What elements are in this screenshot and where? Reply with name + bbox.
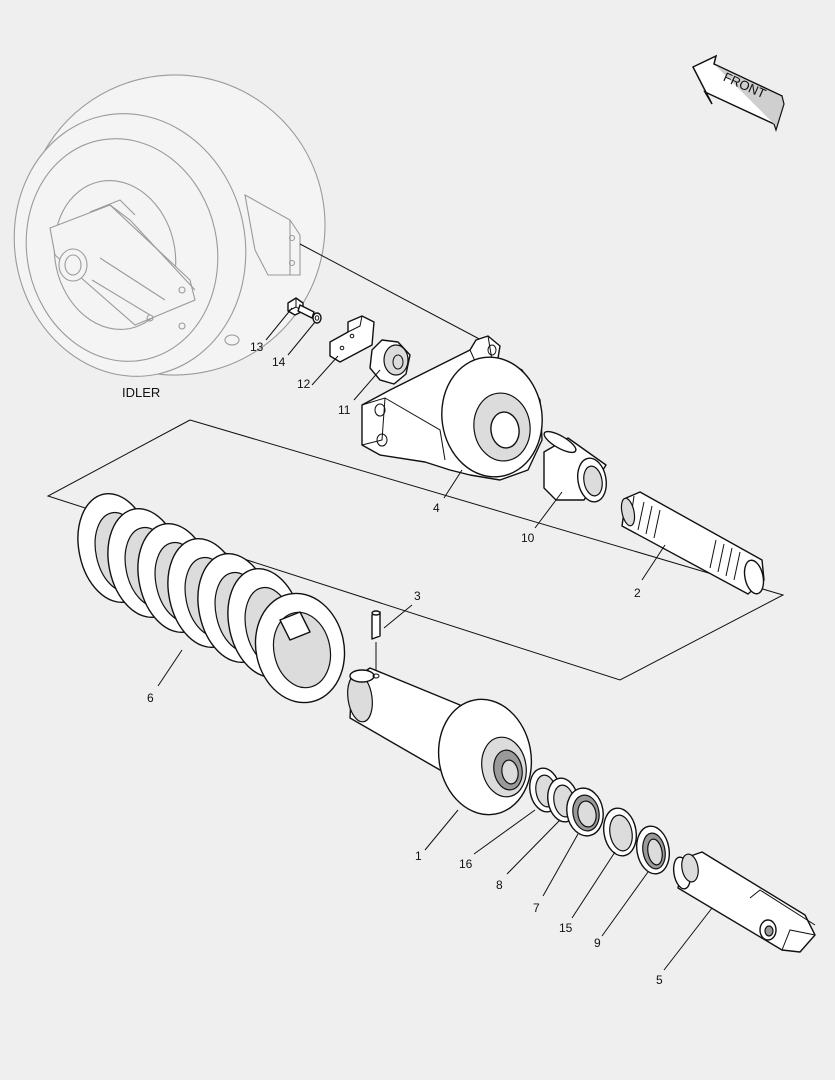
- callout-12: 12: [297, 377, 311, 391]
- callout-15: 15: [559, 921, 573, 935]
- callout-5: 5: [656, 973, 663, 987]
- callout-11: 11: [338, 403, 351, 417]
- part-6-spring: [77, 492, 346, 704]
- part-15-ring: [603, 807, 637, 857]
- part-2-shaft: [620, 491, 765, 595]
- part-12-bracket: [329, 315, 375, 363]
- front-arrow: FRONT: [691, 54, 785, 132]
- part-1-cylinder: [347, 667, 533, 816]
- alignment-lines: [46, 243, 785, 681]
- part-10-bushing: [543, 430, 608, 503]
- idler-label: IDLER: [122, 385, 160, 400]
- callout-1: 1: [415, 849, 422, 863]
- part-13-bolt: [287, 297, 315, 319]
- callouts: 13 14 12 11 4 10 2 3 6 1 16 8 7 15 9 5: [147, 340, 663, 987]
- part-14-washer: [312, 312, 322, 324]
- callout-4: 4: [433, 501, 440, 515]
- idler-wheel: [13, 74, 326, 377]
- callout-8: 8: [496, 878, 503, 892]
- callout-10: 10: [521, 531, 535, 545]
- part-5-rod: [672, 851, 816, 953]
- callout-6: 6: [147, 691, 154, 705]
- callout-9: 9: [594, 936, 601, 950]
- callout-16: 16: [459, 857, 473, 871]
- part-9-seal: [636, 825, 670, 875]
- part-3-pin: [371, 610, 381, 670]
- part-4-yoke: [361, 335, 543, 481]
- leader-lines: [157, 307, 713, 971]
- callout-7: 7: [533, 901, 540, 915]
- callout-14: 14: [272, 355, 286, 369]
- part-7-seal: [566, 787, 604, 837]
- callout-2: 2: [634, 586, 641, 600]
- callout-13: 13: [250, 340, 264, 354]
- part-11-nut: [369, 339, 411, 385]
- callout-3: 3: [414, 589, 421, 603]
